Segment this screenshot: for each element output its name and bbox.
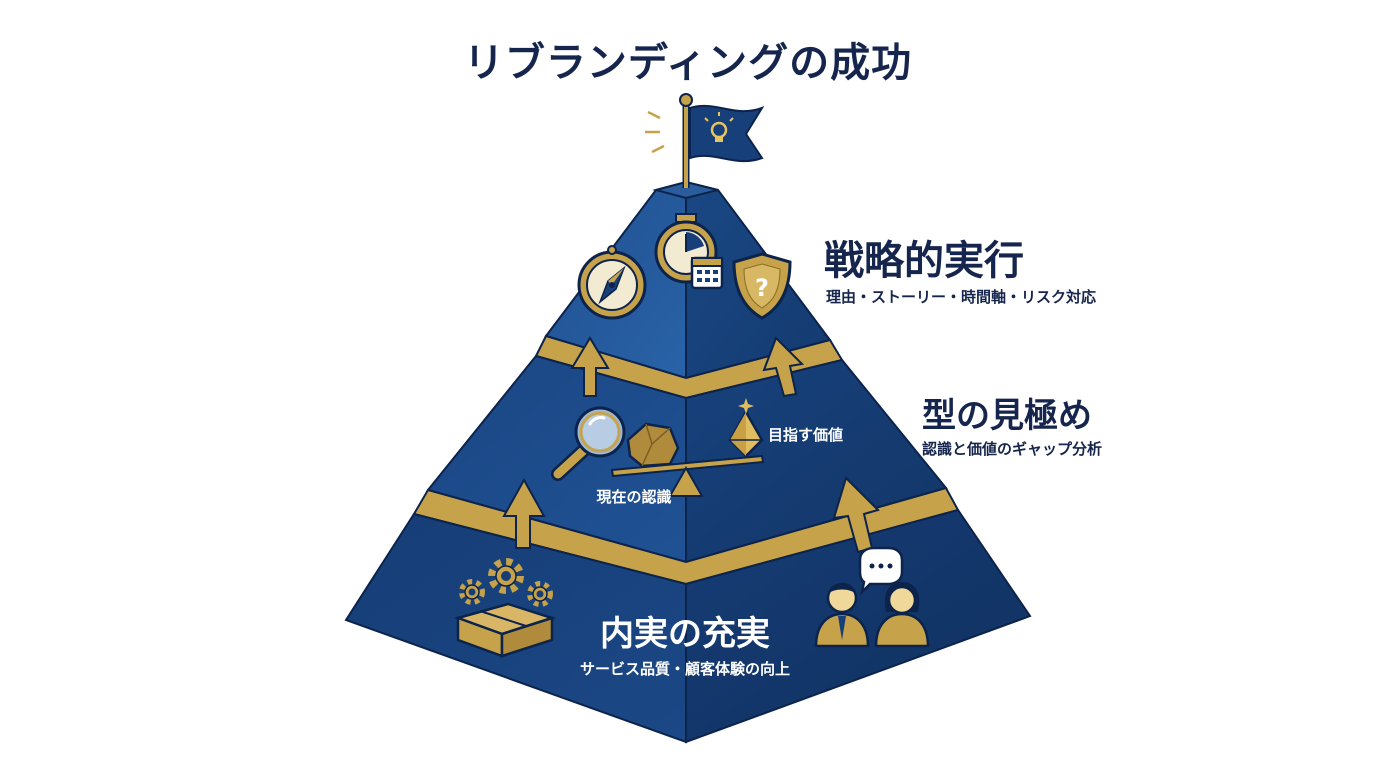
rock-icon <box>626 422 680 468</box>
diamond-icon <box>728 398 764 458</box>
shield-question-icon: ? <box>732 252 792 320</box>
middle-level-subtitle: 認識と価値のギャップ分析 <box>922 440 1103 458</box>
gears-icon <box>459 558 553 607</box>
top-level-subtitle: 理由・ストーリー・時間軸・リスク対応 <box>826 288 1097 306</box>
up-arrow-icon <box>762 336 805 398</box>
people-icon <box>814 582 930 648</box>
up-arrow-icon <box>502 477 546 549</box>
calendar-icon <box>690 256 724 290</box>
bottom-level-title: 内実の充実 <box>600 614 770 654</box>
current-perception-label: 現在の認識 <box>596 488 672 506</box>
compass-icon <box>577 245 647 320</box>
up-arrow-icon <box>832 476 880 554</box>
box-icon <box>453 602 557 658</box>
svg-text:?: ? <box>755 274 769 302</box>
target-value-label: 目指す価値 <box>768 426 844 444</box>
lightbulb-flag-icon <box>645 93 765 188</box>
magnifier-icon <box>551 406 626 481</box>
page-title: リブランディングの成功 <box>463 40 913 86</box>
top-level-title: 戦略的実行 <box>824 238 1024 284</box>
balance-scale-icon <box>610 454 765 497</box>
middle-level-title: 型の見極め <box>922 396 1092 436</box>
speech-bubble-icon <box>858 546 904 596</box>
bottom-level-subtitle: サービス品質・顧客体験の向上 <box>579 660 790 678</box>
up-arrow-icon <box>570 336 610 397</box>
